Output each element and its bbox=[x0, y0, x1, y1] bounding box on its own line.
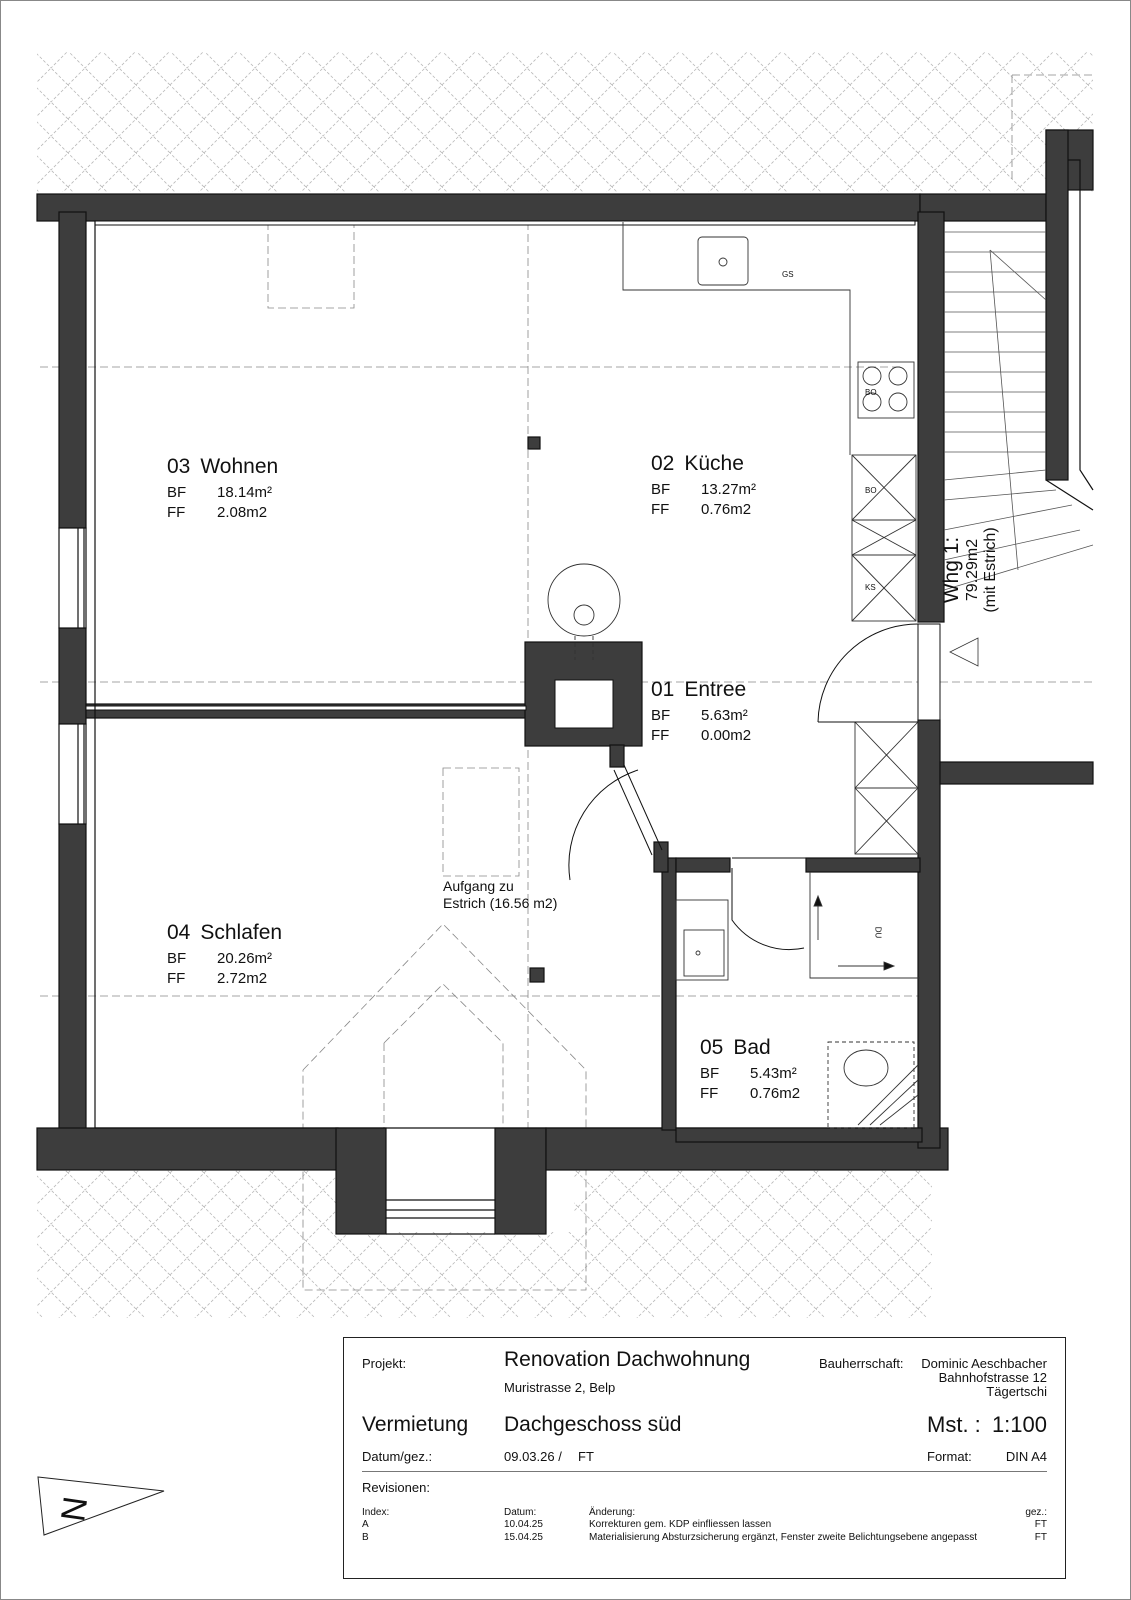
project-address: Muristrasse 2, Belp bbox=[504, 1380, 616, 1395]
purpose: Vermietung bbox=[362, 1413, 469, 1436]
title-block-divider bbox=[362, 1471, 1047, 1472]
bf-value: 20.26m² bbox=[217, 950, 273, 967]
ff-label: FF bbox=[700, 1085, 719, 1102]
ff-value: 0.00m2 bbox=[701, 727, 752, 744]
ff-value: 0.76m2 bbox=[750, 1085, 801, 1102]
bf-value: 13.27m² bbox=[701, 481, 757, 498]
kitchen-fixtures bbox=[547, 222, 919, 855]
ff-value: 0.76m2 bbox=[701, 501, 752, 518]
apartment-label: Whg 1: 79.29m2 (mit Estrich) bbox=[940, 500, 1000, 640]
label-bo-oven: BO bbox=[865, 388, 877, 397]
owner-name: Dominic Aeschbacher bbox=[921, 1356, 1047, 1371]
room-entree: 01 Entree BF 5.63m² FF 0.00m2 bbox=[651, 678, 751, 746]
bf-label: BF bbox=[651, 481, 671, 498]
bf-value: 5.43m² bbox=[750, 1065, 797, 1082]
ff-value: 2.08m2 bbox=[217, 504, 268, 521]
rev-b-gez: FT bbox=[1034, 1532, 1047, 1543]
doors bbox=[568, 623, 941, 951]
room-number: 02 bbox=[651, 452, 675, 475]
scale-label: Mst. : bbox=[927, 1412, 981, 1437]
rev-a-datum: 10.04.25 bbox=[504, 1519, 543, 1530]
apartment-note: (mit Estrich) bbox=[982, 527, 999, 613]
ff-value: 2.72m2 bbox=[217, 970, 268, 987]
north-arrow: N bbox=[36, 1475, 166, 1550]
projekt-label: Projekt: bbox=[362, 1356, 407, 1371]
owner-city: Tägertschi bbox=[986, 1384, 1047, 1399]
room-number: 05 bbox=[700, 1036, 724, 1059]
room-name: Entree bbox=[684, 678, 747, 701]
ff-label: FF bbox=[167, 970, 186, 987]
datum-value: 09.03.26 / bbox=[504, 1449, 562, 1464]
room-kueche: 02 Küche BF 13.27m² FF 0.76m2 bbox=[651, 452, 756, 520]
room-name: Bad bbox=[733, 1036, 771, 1059]
rev-header-aenderung: Änderung: bbox=[589, 1507, 636, 1518]
rev-b-aenderung: Materialisierung Absturzsicherung ergänz… bbox=[589, 1532, 977, 1543]
drawn-by: FT bbox=[578, 1449, 594, 1464]
label-bo-cabinet: BO bbox=[865, 486, 877, 495]
format-label: Format: bbox=[927, 1449, 972, 1464]
bathroom-fixtures bbox=[675, 872, 920, 1129]
rev-a-gez: FT bbox=[1034, 1519, 1047, 1530]
datum-label: Datum/gez.: bbox=[362, 1449, 433, 1464]
owner-street: Bahnhofstrasse 12 bbox=[938, 1370, 1047, 1385]
ff-label: FF bbox=[651, 727, 670, 744]
room-name: Schlafen bbox=[200, 921, 283, 944]
bf-label: BF bbox=[167, 950, 187, 967]
rev-b-index: B bbox=[362, 1532, 369, 1543]
north-letter: N bbox=[54, 1494, 95, 1524]
roof-hatch-top bbox=[37, 52, 1093, 192]
apartment-area: 79.29m2 bbox=[964, 538, 981, 602]
rev-header-index: Index: bbox=[362, 1507, 390, 1518]
bf-value: 18.14m² bbox=[217, 484, 273, 501]
apartment-title: Whg 1: bbox=[940, 536, 963, 604]
stair bbox=[943, 231, 1094, 667]
rev-a-aenderung: Korrekturen gem. KDP einfliessen lassen bbox=[589, 1519, 772, 1530]
rev-a-index: A bbox=[362, 1519, 369, 1530]
walls bbox=[36, 129, 1094, 1235]
rev-header-gez: gez.: bbox=[1025, 1507, 1047, 1518]
revisionen-label: Revisionen: bbox=[362, 1480, 430, 1495]
ff-label: FF bbox=[651, 501, 670, 518]
room-bad: 05 Bad BF 5.43m² FF 0.76m2 bbox=[700, 1036, 800, 1104]
dormer-window bbox=[386, 1199, 495, 1235]
rev-header-datum: Datum: bbox=[504, 1507, 537, 1518]
label-gs: GS bbox=[782, 270, 794, 279]
room-schlafen: 04 Schlafen BF 20.26m² FF 2.72m2 bbox=[167, 921, 282, 989]
room-number: 01 bbox=[651, 678, 675, 701]
room-number: 03 bbox=[167, 455, 191, 478]
room-name: Küche bbox=[684, 452, 744, 475]
format-value: DIN A4 bbox=[1005, 1449, 1047, 1464]
windows-left bbox=[58, 527, 87, 825]
room-name: Wohnen bbox=[200, 455, 279, 478]
room-wohnen: 03 Wohnen BF 18.14m² FF 2.08m2 bbox=[167, 455, 278, 523]
room-number: 04 bbox=[167, 921, 191, 944]
bauherrschaft-label: Bauherrschaft: bbox=[819, 1356, 904, 1371]
plan-title: Dachgeschoss süd bbox=[504, 1413, 682, 1436]
project-title: Renovation Dachwohnung bbox=[504, 1348, 751, 1371]
bf-label: BF bbox=[700, 1065, 720, 1082]
bf-value: 5.63m² bbox=[701, 707, 748, 724]
north-arrow-icon: N bbox=[37, 1476, 165, 1536]
attic-access-note: Aufgang zu Estrich (16.56 m2) bbox=[443, 878, 558, 911]
label-du: DU bbox=[873, 926, 883, 939]
scale-value: 1:100 bbox=[991, 1412, 1047, 1437]
ff-label: FF bbox=[167, 504, 186, 521]
bf-label: BF bbox=[167, 484, 187, 501]
bf-label: BF bbox=[651, 707, 671, 724]
title-block: Projekt: Renovation Dachwohnung Muristra… bbox=[343, 1337, 1066, 1579]
label-ks: KS bbox=[865, 583, 876, 592]
rev-b-datum: 15.04.25 bbox=[504, 1532, 543, 1543]
